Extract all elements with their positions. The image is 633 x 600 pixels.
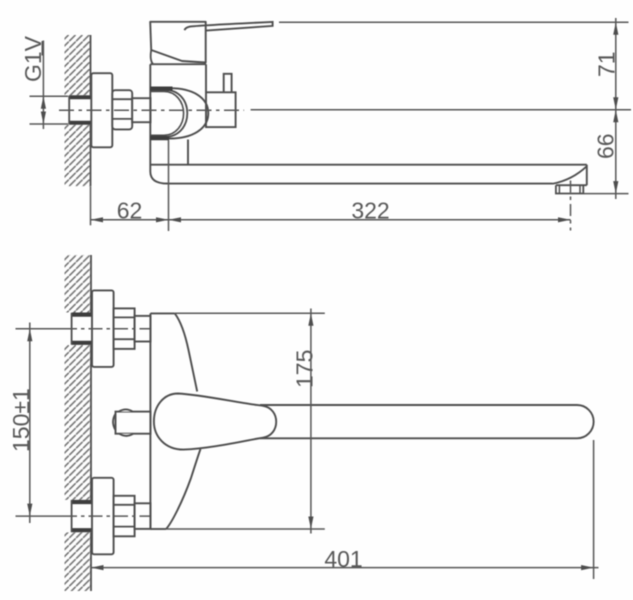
svg-text:150±1: 150±1: [8, 388, 34, 452]
svg-text:175: 175: [292, 350, 318, 388]
svg-text:66: 66: [593, 133, 619, 159]
svg-text:71: 71: [594, 51, 620, 77]
svg-text:62: 62: [117, 197, 143, 223]
svg-text:401: 401: [324, 546, 362, 572]
svg-text:322: 322: [351, 197, 389, 223]
